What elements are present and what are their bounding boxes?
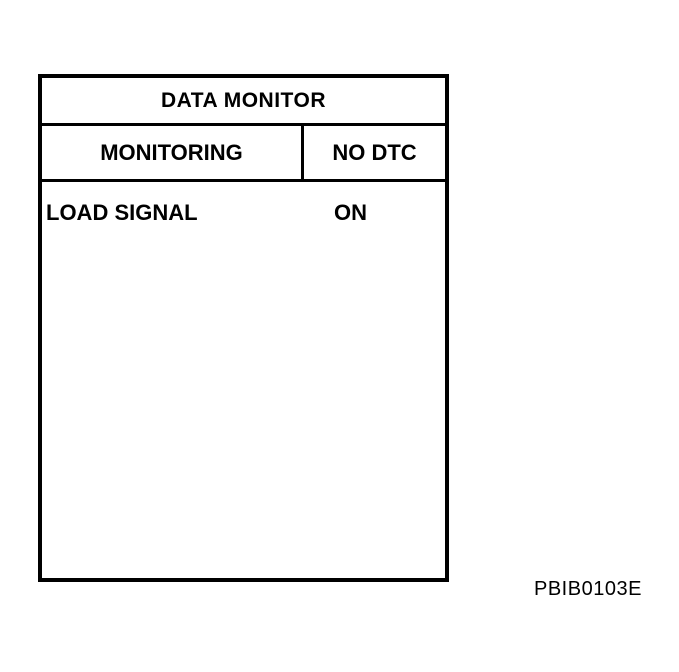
- dtc-status-badge: NO DTC: [332, 139, 417, 165]
- data-monitor-body: LOAD SIGNAL ON: [42, 182, 445, 578]
- signal-value: ON: [334, 200, 367, 225]
- figure-code: PBIB0103E: [534, 578, 642, 600]
- table-row: LOAD SIGNAL ON: [42, 199, 445, 227]
- monitoring-label: MONITORING: [100, 139, 243, 165]
- signal-name-label: LOAD SIGNAL: [46, 200, 198, 225]
- monitoring-header-cell: MONITORING: [42, 126, 304, 179]
- page-title: DATA MONITOR: [160, 88, 327, 112]
- screen-header-row: MONITORING NO DTC: [42, 126, 445, 182]
- dtc-status-cell: NO DTC: [304, 126, 445, 179]
- data-monitor-screen: DATA MONITOR MONITORING NO DTC LOAD SIGN…: [38, 74, 449, 582]
- screen-title-row: DATA MONITOR: [42, 78, 445, 126]
